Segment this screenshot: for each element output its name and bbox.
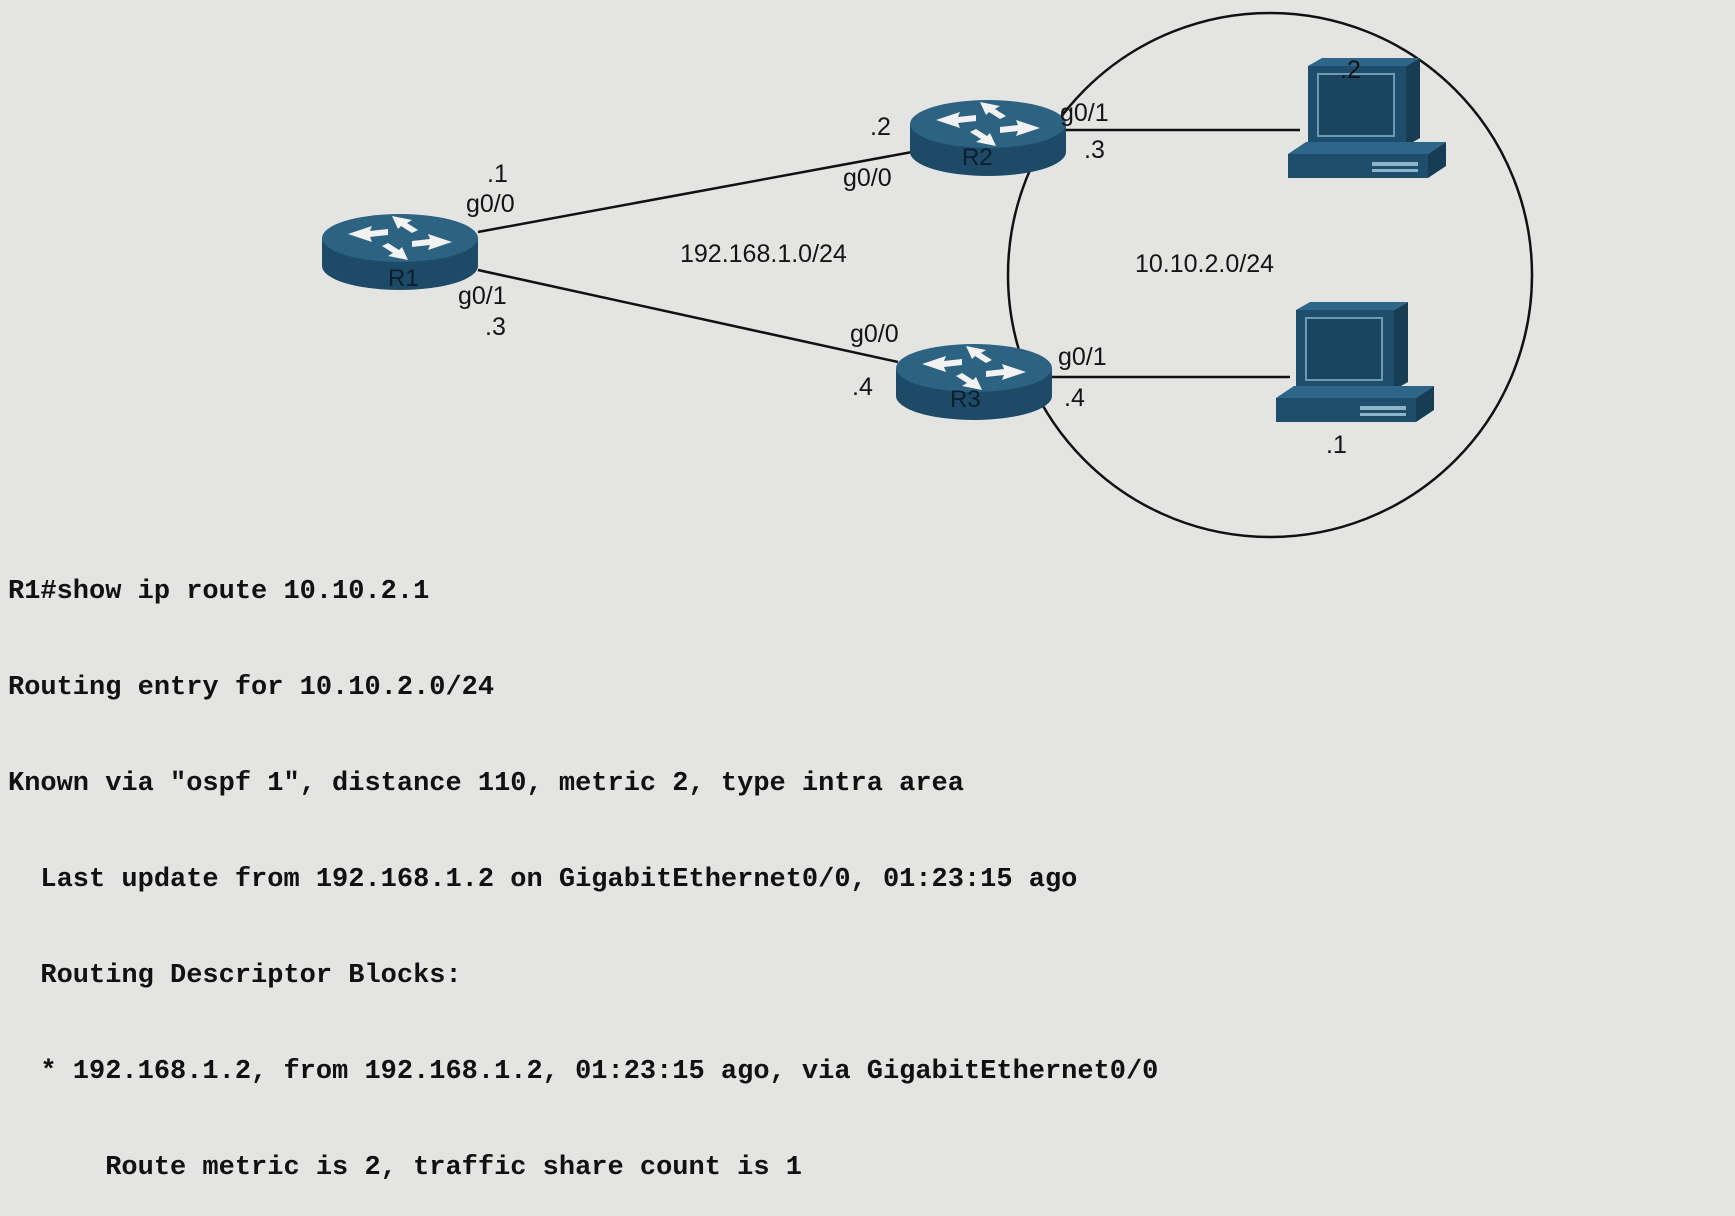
- pc-top-ip: .2: [1340, 56, 1361, 84]
- link-r1-r3: [477, 268, 899, 364]
- lan-segment-ellipse: [1006, 11, 1534, 539]
- r1-g0-1-ip: .3: [485, 313, 506, 341]
- network-diagram: R1 R2 R3 .1 g0/0 g0/1 .3 .2 g0/0 g0/1 .3…: [322, 11, 1534, 539]
- desktop-computer-icon: [1287, 57, 1447, 179]
- router-r2[interactable]: R2: [910, 100, 1066, 176]
- cli-line: R1#show ip route 10.10.2.1: [8, 577, 430, 607]
- router-r1[interactable]: R1: [322, 214, 478, 292]
- r2-g0-1-interface: g0/1: [1060, 99, 1109, 127]
- router-r3[interactable]: R3: [896, 344, 1052, 420]
- pc-top[interactable]: [1287, 57, 1447, 179]
- cli-line: Route metric is 2, traffic share count i…: [8, 1153, 802, 1183]
- pc-bottom-ip: .1: [1326, 431, 1347, 459]
- r3-g0-0-ip: .4: [852, 373, 873, 401]
- r3-g0-0-interface: g0/0: [850, 320, 899, 348]
- r3-g0-1-ip: .4: [1064, 384, 1085, 412]
- cli-output: R1#show ip route 10.10.2.1 Routing entry…: [8, 512, 1158, 1216]
- router-label: R1: [388, 265, 419, 292]
- r2-g0-0-ip: .2: [870, 113, 891, 141]
- lan-network-label: 10.10.2.0/24: [1135, 250, 1274, 278]
- router-label: R3: [950, 386, 981, 413]
- r2-g0-1-ip: .3: [1084, 136, 1105, 164]
- cli-line: Routing Descriptor Blocks:: [8, 961, 462, 991]
- cli-line: Routing entry for 10.10.2.0/24: [8, 673, 495, 703]
- r1-g0-0-interface: g0/0: [466, 190, 515, 218]
- wan-network-label: 192.168.1.0/24: [680, 240, 847, 268]
- router-label: R2: [962, 144, 993, 171]
- cli-line: Known via "ospf 1", distance 110, metric…: [8, 769, 964, 799]
- r2-g0-0-interface: g0/0: [843, 164, 892, 192]
- link-r1-r2: [477, 150, 913, 234]
- r1-g0-1-interface: g0/1: [458, 282, 507, 310]
- cli-line: * 192.168.1.2, from 192.168.1.2, 01:23:1…: [8, 1057, 1159, 1087]
- r3-g0-1-interface: g0/1: [1058, 343, 1107, 371]
- r1-g0-0-ip: .1: [487, 160, 508, 188]
- desktop-computer-icon: [1275, 301, 1435, 423]
- cli-line: Last update from 192.168.1.2 on GigabitE…: [8, 865, 1078, 895]
- pc-bottom[interactable]: [1275, 301, 1435, 423]
